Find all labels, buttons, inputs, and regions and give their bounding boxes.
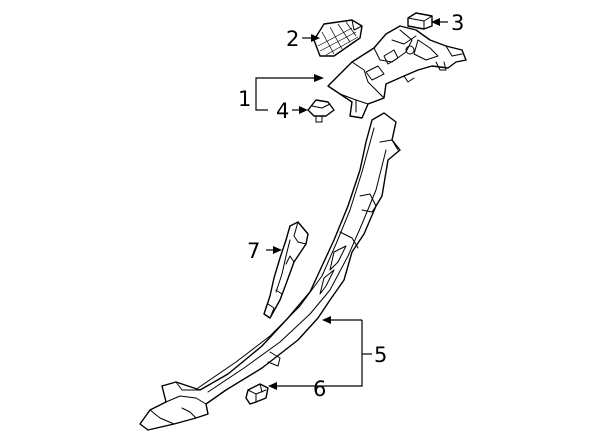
part-3-clip[interactable] bbox=[407, 12, 433, 30]
callout-7: 7 bbox=[247, 239, 260, 263]
callout-2: 2 bbox=[286, 27, 299, 51]
leader-2 bbox=[302, 34, 320, 42]
leader-5 bbox=[268, 316, 372, 390]
leader-3 bbox=[431, 18, 448, 26]
part-6-clip[interactable] bbox=[245, 383, 269, 405]
leader-7 bbox=[266, 246, 282, 254]
part-4-fastener[interactable] bbox=[307, 99, 335, 123]
callout-6: 6 bbox=[313, 377, 326, 401]
callout-5: 5 bbox=[374, 343, 387, 367]
part-5-pillar-trim[interactable] bbox=[139, 112, 401, 431]
callout-1: 1 bbox=[238, 87, 251, 111]
part-1-upper-trim[interactable] bbox=[327, 25, 467, 119]
callout-4: 4 bbox=[276, 99, 289, 123]
part-7-side-trim[interactable] bbox=[263, 221, 309, 319]
part-2-grille-cover[interactable] bbox=[313, 19, 363, 57]
callout-3: 3 bbox=[451, 11, 464, 35]
leader-4 bbox=[292, 106, 308, 114]
leader-1 bbox=[255, 74, 324, 111]
